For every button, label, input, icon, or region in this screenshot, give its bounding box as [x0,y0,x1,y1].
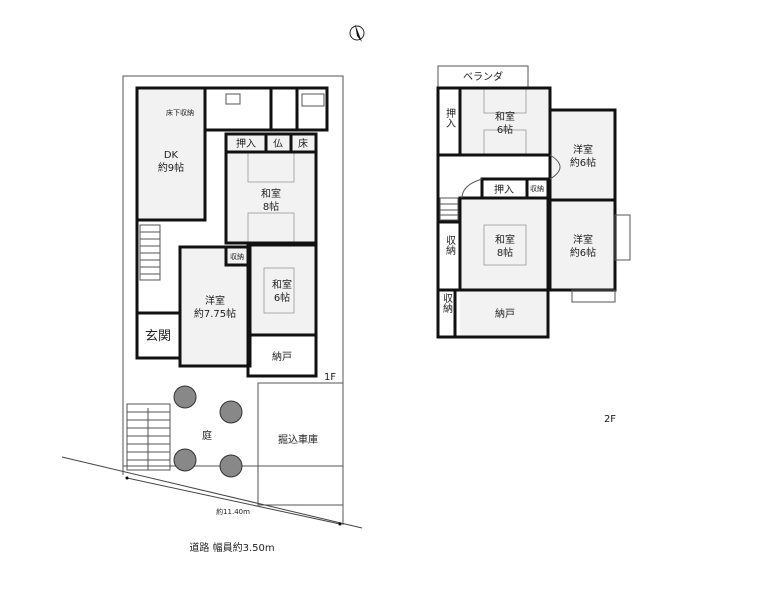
room-dk [135,86,207,222]
tree-icon [173,448,197,472]
label-butsudan: 仏 [273,138,283,150]
label-yoshitsu-upper-size: 約6帖 [570,156,596,169]
room-washitsu-8-1f [224,150,318,245]
road-edge [61,456,363,529]
label-road: 道路 幅員約3.50m [189,541,274,554]
staircase-1f [139,224,161,281]
tree-icon [219,454,243,478]
label-garage: 掘込車庫 [278,433,318,446]
label-oshiire-top: 押入 [444,107,456,128]
label-nando-2f: 納戸 [495,307,515,320]
tree-icon [219,400,243,424]
label-shuno-bottom: 収納 [441,293,453,314]
bay-window [614,214,631,261]
label-garden: 庭 [202,429,212,442]
label-nando: 納戸 [272,350,292,363]
label-shuno: 収納 [230,252,244,261]
label-shuno-mid: 収納 [530,184,544,193]
floor-2-plan: ベランダ 押入 和室 6帖 洋室 約6帖 押入 収納 和室 8帖 洋室 約6帖 … [436,65,631,425]
garage-area [257,382,344,506]
label-washitsu6: 和室 [272,278,292,291]
room-yoshitsu-775 [178,245,252,368]
label-washitsu6-2f-size: 6帖 [497,123,513,136]
label-veranda: ベランダ [463,70,503,83]
room-nando-2f [453,288,550,339]
label-yoshitsu-lower: 洋室 [573,233,593,246]
label-genkan: 玄関 [145,329,171,344]
balcony-box [571,289,616,303]
room-wet-area [203,86,329,132]
frontage-dimension [126,477,341,525]
label-dk-size: 約9帖 [158,161,184,174]
north-arrow-icon [349,24,365,42]
label-washitsu8-size: 8帖 [263,200,279,213]
label-shuno-left: 収納 [444,235,456,256]
label-oshiire: 押入 [236,137,256,150]
label-washitsu6-2f: 和室 [495,110,515,123]
label-underfloor-storage: 床下収納 [166,108,194,117]
floor-1-plan: DK 約9帖 床下収納 押入 仏 床 和室 8帖 収納 洋室 約7.75帖 和室… [61,75,363,554]
outdoor-stairs [126,403,171,471]
label-washitsu8-2f: 和室 [495,233,515,246]
label-washitsu8: 和室 [261,187,281,200]
floor-label-1f: 1F [324,372,336,383]
label-toko: 床 [298,137,308,150]
label-frontage: 約11.40m [216,507,250,516]
label-washitsu6-size: 6帖 [274,291,290,304]
tree-icon [173,385,197,409]
label-yoshitsu-size: 約7.75帖 [194,307,236,320]
label-washitsu8-2f-size: 8帖 [497,246,513,259]
room-shuno-2f-left [436,220,462,292]
floor-label-2f: 2F [604,414,616,425]
staircase-2f [439,197,459,221]
label-yoshitsu-lower-size: 約6帖 [570,246,596,259]
room-nando-1f [246,333,318,378]
label-oshiire-mid: 押入 [494,183,514,196]
label-yoshitsu-upper: 洋室 [573,143,593,156]
label-dk: DK [164,150,179,161]
label-yoshitsu: 洋室 [205,294,225,307]
